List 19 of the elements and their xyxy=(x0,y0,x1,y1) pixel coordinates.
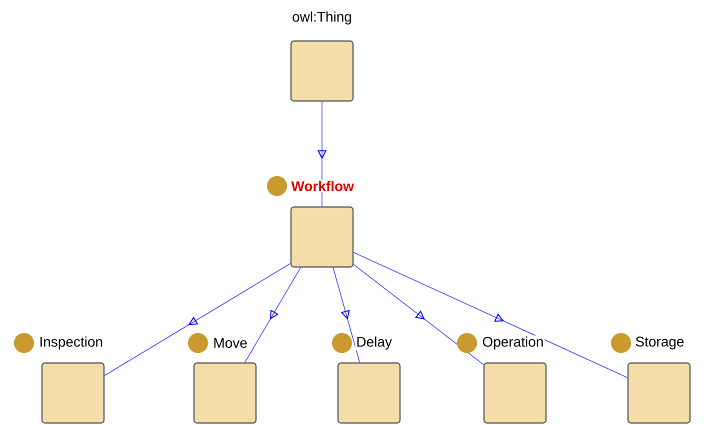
arrow xyxy=(104,263,291,376)
class-box xyxy=(483,362,547,424)
class-label: Move xyxy=(212,337,248,349)
class-label: owl:Thing xyxy=(291,10,353,26)
arrow xyxy=(353,252,628,378)
class-label: Delay xyxy=(355,335,393,351)
class-box xyxy=(193,362,257,424)
arrow xyxy=(244,267,301,363)
class-label: Storage xyxy=(634,336,686,350)
class-label: Operation xyxy=(481,335,545,351)
class-box xyxy=(41,362,105,424)
class-box xyxy=(290,206,354,268)
class-label: Workflow xyxy=(290,180,355,192)
arrow xyxy=(332,267,360,363)
arrow xyxy=(353,264,484,365)
class-label: Inspection xyxy=(38,335,104,351)
class-box xyxy=(337,362,401,424)
class-box xyxy=(627,362,691,424)
class-box xyxy=(290,40,354,102)
